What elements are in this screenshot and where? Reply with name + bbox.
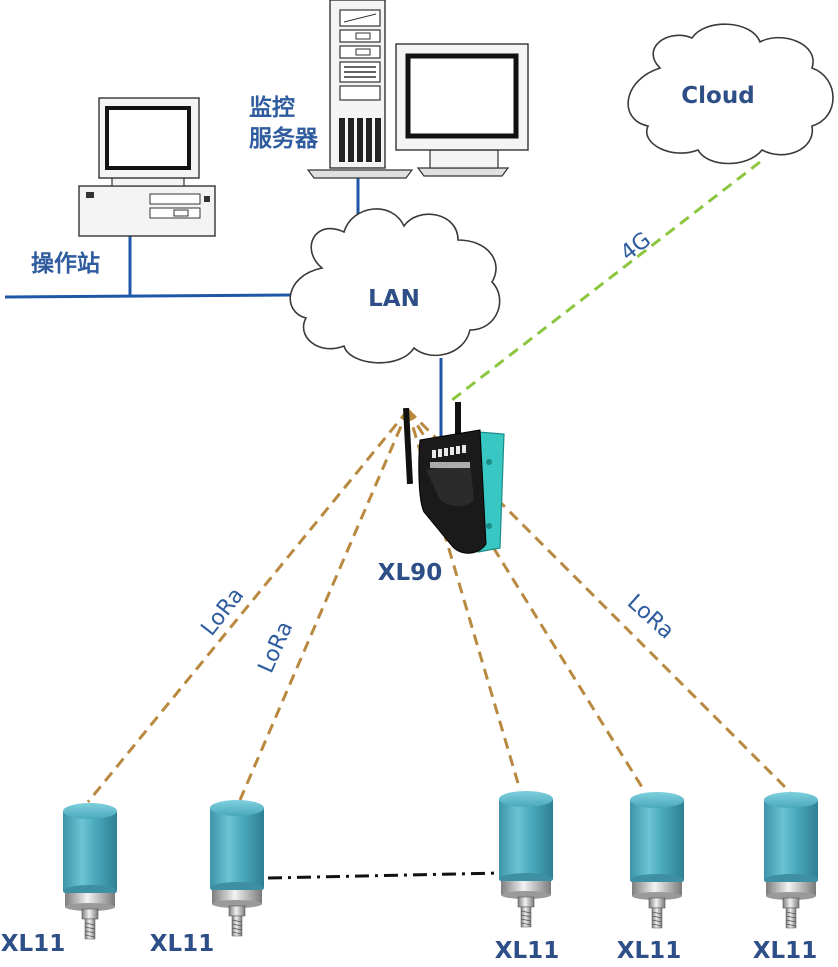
lora-link-1 (86, 409, 410, 803)
sensor-label: XL11 (617, 938, 681, 964)
internet-cloud: Cloud (627, 23, 834, 165)
lan-wiring (4, 178, 443, 438)
lora-link-2 (238, 409, 410, 801)
sensor-label: XL11 (495, 938, 559, 964)
sensor-device-icon (62, 802, 118, 940)
sensor-device-icon (763, 791, 819, 929)
sensor-device-icon (498, 790, 554, 928)
gateway-device-icon (403, 402, 505, 554)
sensor-label: XL11 (753, 938, 817, 964)
sensor-ellipsis-link (267, 871, 501, 880)
monitor-icon (395, 43, 529, 177)
lora-link-3 (406, 409, 522, 791)
lan-label: LAN (368, 286, 420, 312)
sensor-device-icon (629, 791, 685, 929)
sensor-label: XL11 (1, 931, 65, 957)
operator-station-label: 操作站 (31, 251, 100, 277)
sensor-label: XL11 (150, 931, 214, 957)
lora-label-left-2: LoRa (254, 618, 299, 677)
4g-link (451, 160, 761, 402)
link-4g-label: 4G (616, 227, 656, 266)
server-tower-icon (306, 0, 414, 179)
gateway-label: XL90 (378, 560, 442, 586)
cloud-label: Cloud (681, 83, 754, 109)
sensor-device-icon (209, 799, 265, 937)
desktop-pc-icon (78, 97, 216, 237)
lora-label-right: LoRa (622, 590, 679, 644)
lan-cloud: LAN (289, 208, 501, 364)
monitor-server-label-line1: 监控 (249, 94, 295, 121)
monitor-server-label-line2: 服务器 (249, 126, 319, 152)
backbone-line (4, 293, 291, 299)
